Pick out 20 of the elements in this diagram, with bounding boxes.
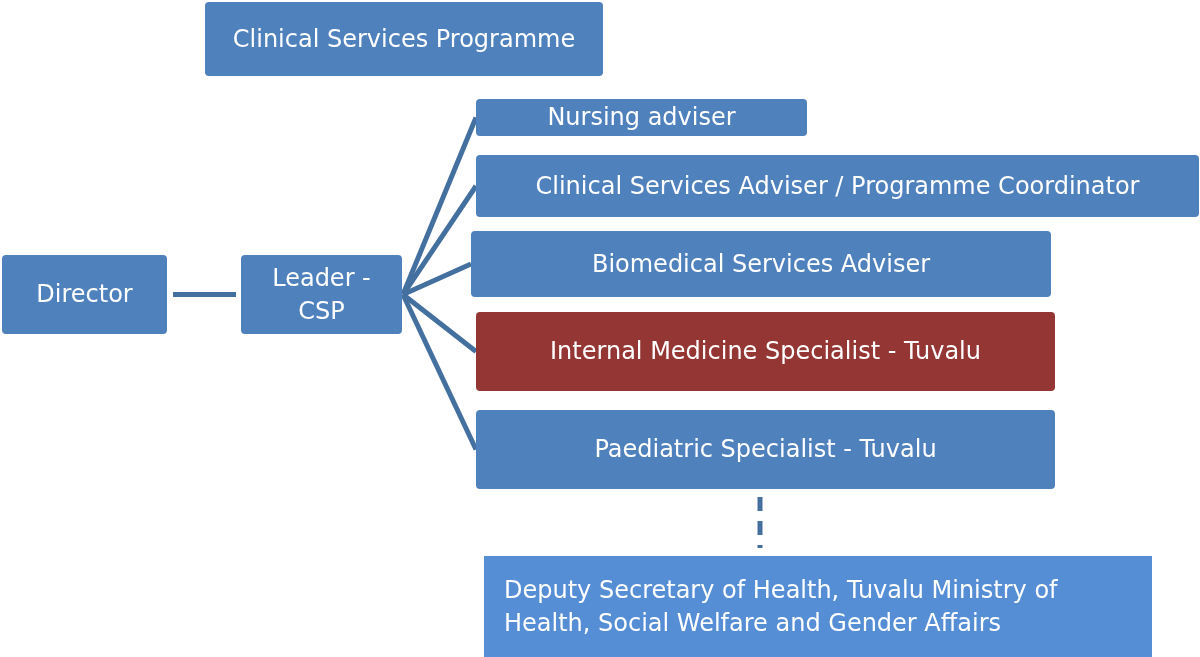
box-label: Nursing adviser bbox=[547, 102, 736, 134]
box-label: Leader - CSP bbox=[271, 263, 372, 327]
org-box bbox=[484, 556, 1152, 657]
connector-line bbox=[757, 497, 763, 548]
org-box bbox=[476, 155, 1199, 217]
org-box bbox=[241, 255, 402, 334]
org-box bbox=[476, 410, 1055, 489]
box-label: Clinical Services Programme bbox=[232, 23, 576, 55]
org-box bbox=[2, 255, 167, 334]
org-box bbox=[476, 99, 807, 136]
box-label: Deputy Secretary of Health, Tuvalu Ministry of Health, Social Welfare and Gender Affairs bbox=[504, 575, 1059, 639]
org-box bbox=[205, 2, 603, 76]
box-label: Internal Medicine Specialist - Tuvalu bbox=[550, 336, 981, 368]
org-box bbox=[471, 231, 1051, 297]
box-label: Clinical Services Adviser / Programme Coordinator bbox=[535, 170, 1140, 202]
box-label: Director bbox=[36, 279, 133, 311]
box-label: Biomedical Services Adviser bbox=[591, 248, 931, 280]
org-box bbox=[476, 312, 1055, 391]
connector-line bbox=[173, 292, 236, 297]
box-label: Paediatric Specialist - Tuvalu bbox=[594, 434, 937, 466]
